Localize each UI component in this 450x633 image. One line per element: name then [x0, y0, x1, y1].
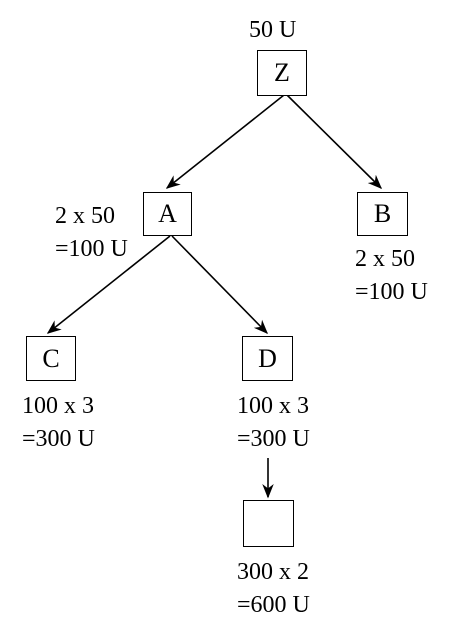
edge-z-b — [286, 94, 383, 190]
node-b: B — [357, 192, 408, 236]
node-c-calc: 100 x 3 =300 U — [22, 390, 95, 456]
node-d-calc-line2: =300 U — [237, 426, 310, 452]
node-a-calc-line1: 2 x 50 — [55, 203, 115, 229]
node-c: C — [26, 336, 76, 381]
node-d: D — [242, 336, 293, 381]
node-e-calc-line2: =600 U — [237, 592, 310, 618]
node-e-calc-line1: 300 x 2 — [237, 559, 309, 585]
node-b-calc-line2: =100 U — [355, 279, 428, 305]
node-b-calc: 2 x 50 =100 U — [355, 243, 428, 309]
node-d-calc: 100 x 3 =300 U — [237, 390, 310, 456]
edge-a-d — [171, 235, 269, 335]
edge-a-c — [46, 235, 171, 334]
node-d-calc-line1: 100 x 3 — [237, 393, 309, 419]
node-a-calc-line2: =100 U — [55, 236, 128, 262]
node-a: A — [143, 192, 192, 236]
node-b-calc-line1: 2 x 50 — [355, 246, 415, 272]
node-e-calc: 300 x 2 =600 U — [237, 556, 310, 622]
node-z: Z — [257, 50, 307, 96]
node-c-calc-line1: 100 x 3 — [22, 393, 94, 419]
edge-z-a — [165, 94, 285, 189]
node-z-quantity: 50 U — [249, 17, 297, 43]
node-a-calc: 2 x 50 =100 U — [55, 200, 128, 266]
node-e — [243, 500, 294, 547]
node-c-calc-line2: =300 U — [22, 426, 95, 452]
